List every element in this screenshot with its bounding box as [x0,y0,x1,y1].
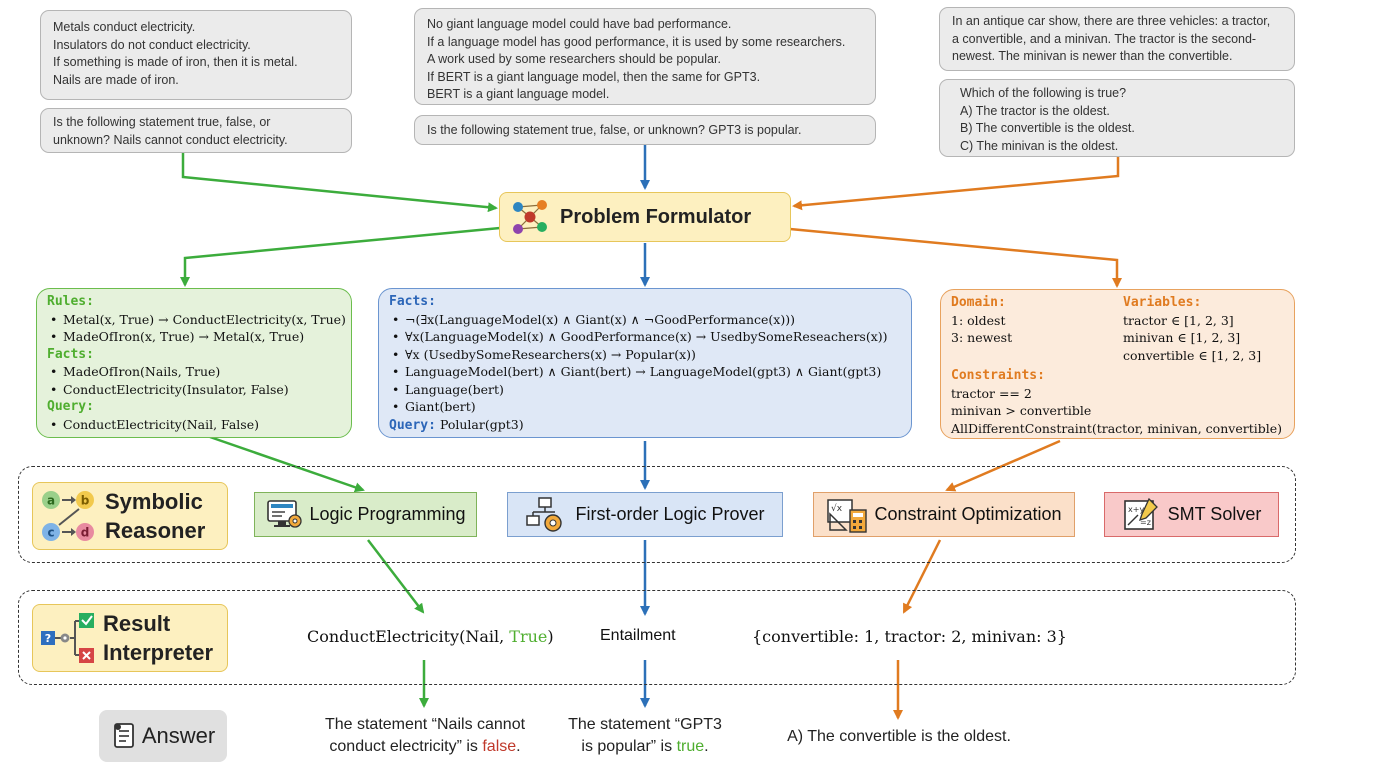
arrow-lp-result [367,539,425,614]
arrow-csp-module [945,439,1061,492]
right-context: In an antique car show, there are three … [939,7,1295,71]
mid-question: Is the following statement true, false, … [414,115,876,145]
module-label: Logic Programming [309,504,466,524]
symbol-abcd-icon: a b c d [42,491,94,541]
mid-context: No giant language model could have bad p… [414,8,876,105]
answer-label: Answer [141,723,216,748]
fol-result: Entailment [600,627,676,644]
constraint-optimization-module: √x Constraint Optimization [813,492,1075,537]
list-item: ∀x (UsedbySomeResearchers(x) → Popular(x… [392,346,901,364]
list-item: Metal(x, True) → ConductElectricity(x, T… [50,311,346,329]
fol-answer: The statement “GPT3 is popular” is true. [568,716,722,755]
fol-answer-value: true [676,738,705,755]
list-item: Language(bert) [392,381,901,399]
variables-section: Variables: tractor ∈ [1, 2, 3] minivan ∈… [1123,295,1262,363]
fol-formulation: Facts: ¬(∃x(LanguageModel(x) ∧ Giant(x) … [378,288,912,438]
svg-text:=z: =z [1140,518,1151,527]
problem-formulator: Problem Formulator [499,192,791,242]
svg-text:√x: √x [831,503,843,514]
list-item: ConductElectricity(Nail, False) [50,416,341,434]
lp-answer: The statement “Nails cannot conduct elec… [324,716,526,755]
list-item: ¬(∃x(LanguageModel(x) ∧ Giant(x) ∧ ¬Good… [392,311,901,329]
network-icon [513,200,547,234]
svg-text:b: b [81,494,90,508]
rules-keyword: Rules: [47,294,94,309]
query-keyword: Query: [47,399,94,414]
arrow-lp-module [209,435,365,493]
list-item: ∀x(LanguageModel(x) ∧ GoodPerformance(x)… [392,328,901,346]
list-item: Giant(bert) [392,398,901,416]
list-item: LanguageModel(bert) ∧ Giant(bert) → Lang… [392,363,901,381]
fol-prover-module: First-order Logic Prover [507,492,783,537]
list-item: ConductElectricity(Insulator, False) [50,381,341,399]
symbolic-reasoner-region [18,466,1296,563]
symbolic-reasoner-card: a b c d Symbolic Reasoner [32,482,228,550]
computer-gear-icon [267,499,303,528]
lp-formulation: Rules: Metal(x, True) → ConductElectrici… [36,288,352,438]
module-label: Constraint Optimization [874,504,1062,524]
svg-text:?: ? [45,632,51,645]
query-keyword: Query: [389,417,436,433]
module-label: First-order Logic Prover [575,504,765,524]
symbolic-label-line1: Symbolic [105,489,203,514]
arrow-to-lp [180,226,501,287]
formula-pencil-icon: x+y =z [1123,497,1158,530]
svg-text:c: c [47,526,54,540]
lp-answer-value: false [482,738,517,755]
smt-solver-module: x+y =z SMT Solver [1104,492,1279,537]
result-flow-icon: ? [41,613,94,663]
lp-result-value: True [509,627,548,646]
result-label-line2: Interpreter [103,640,214,665]
arrow-left-input [181,152,498,213]
right-question: Which of the following is true? A) The t… [939,79,1295,157]
calculator-ruler-icon: √x [827,498,868,533]
arrow-right-input [792,157,1120,211]
result-label-line1: Result [103,611,171,636]
csp-result: {convertible: 1, tractor: 2, minivan: 3} [752,627,1067,646]
formulator-label: Problem Formulator [560,205,752,228]
document-icon [113,723,134,748]
list-item: MadeOfIron(Nails, True) [50,363,341,381]
svg-text:a: a [47,494,55,508]
module-label: SMT Solver [1167,504,1262,524]
domain-section: Domain: 1: oldest 3: newest [951,295,1013,345]
csp-formulation: Domain: 1: oldest 3: newest Variables: t… [940,289,1295,439]
lp-result: ConductElectricity(Nail, True) [307,627,554,646]
arrow-to-csp [789,227,1122,288]
csp-answer: A) The convertible is the oldest. [787,728,1011,745]
svg-text:d: d [81,526,90,540]
svg-text:x+y: x+y [1128,505,1144,514]
left-context: Metals conduct electricity. Insulators d… [40,10,352,100]
constraints-section: Constraints: tractor == 2 minivan > conv… [951,368,1282,436]
logic-programming-module: Logic Programming [254,492,477,537]
answer-card: Answer [99,710,227,762]
result-interpreter-card: ? Result Interpreter [32,604,228,672]
org-chart-gear-icon [526,496,563,532]
query-text: Polular(gpt3) [439,416,524,432]
facts-keyword: Facts: [389,294,436,309]
symbolic-label-line2: Reasoner [105,518,206,543]
arrow-csp-result [902,539,942,614]
facts-keyword: Facts: [47,346,94,362]
left-question: Is the following statement true, false, … [40,108,352,153]
list-item: MadeOfIron(x, True) → Metal(x, True) [50,328,341,346]
result-interpreter-region [18,590,1296,685]
